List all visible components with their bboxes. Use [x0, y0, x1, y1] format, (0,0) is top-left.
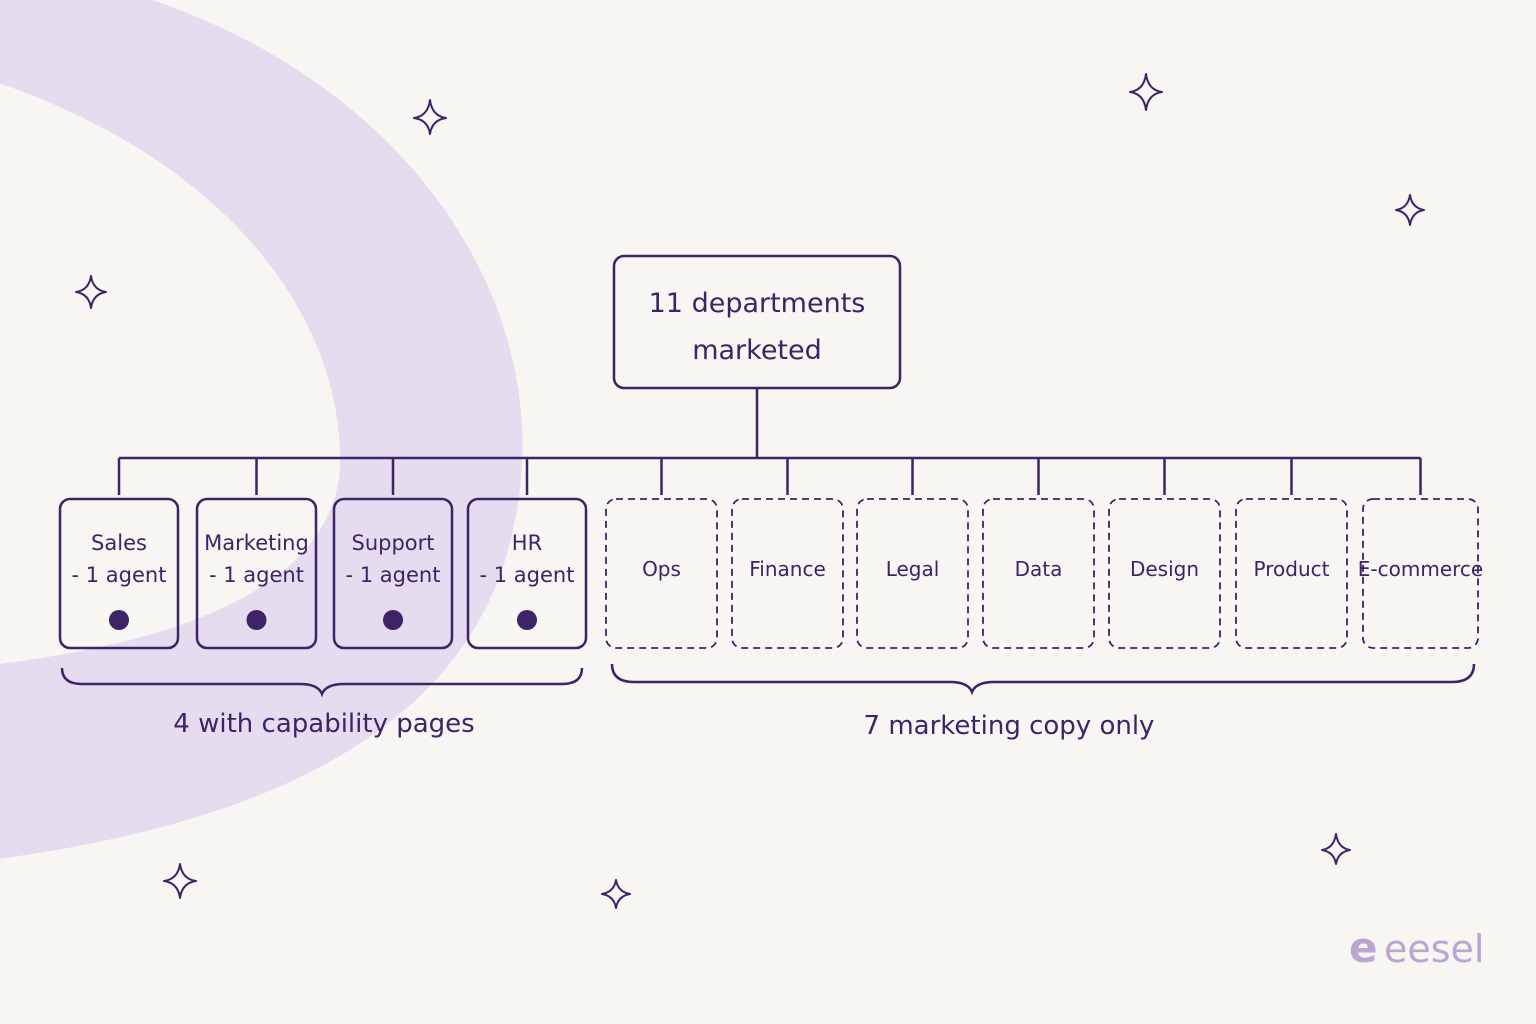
department-box	[58, 497, 180, 650]
root-node-box	[612, 254, 902, 390]
eesel-logo-wordmark: eesel	[1384, 927, 1485, 971]
department-box-dashed	[1108, 498, 1221, 649]
department-name: Sales	[91, 531, 147, 555]
department-name: Finance	[749, 557, 826, 581]
department-agent-count: - 1 agent	[209, 563, 304, 587]
capability-group-brace	[60, 667, 584, 698]
department-box-dashed	[856, 498, 969, 649]
department-agent-count: - 1 agent	[480, 563, 575, 587]
copy-group-label: 7 marketing copy only	[864, 711, 1155, 741]
sparkle-icon	[1321, 833, 1351, 865]
department-legal: Legal	[856, 498, 969, 649]
department-name: Marketing	[204, 531, 309, 555]
department-marketing: Marketing - 1 agent	[195, 497, 318, 650]
department-name: Legal	[886, 557, 940, 581]
department-agent-count: - 1 agent	[72, 563, 167, 587]
capability-dot-icon	[246, 610, 267, 630]
department-name: Design	[1130, 557, 1199, 581]
department-name: Ops	[642, 557, 681, 581]
sparkle-icon	[1129, 73, 1163, 111]
capability-dot-icon	[517, 610, 537, 630]
department-data: Data	[982, 498, 1095, 649]
background-arc	[0, 0, 523, 859]
department-name: Product	[1254, 557, 1330, 581]
capability-group-label: 4 with capability pages	[173, 709, 474, 739]
department-box	[332, 497, 454, 650]
eesel-logo-mark-icon: e	[1349, 923, 1378, 972]
sparkle-icon	[75, 275, 107, 309]
eesel-logo: e eesel	[1349, 923, 1485, 972]
department-finance: Finance	[731, 498, 844, 649]
capability-dot-icon	[109, 610, 129, 630]
department-name: Support	[351, 531, 434, 555]
department-agent-count: - 1 agent	[346, 563, 441, 587]
root-node-title-line2: marketed	[692, 335, 822, 366]
department-name: E-commerce	[1358, 557, 1483, 581]
department-name: HR	[512, 531, 542, 555]
department-box-dashed	[1235, 498, 1348, 649]
sparkle-icon	[1395, 194, 1425, 226]
department-design: Design	[1108, 498, 1221, 649]
department-box	[195, 497, 318, 650]
department-hr: HR - 1 agent	[466, 497, 588, 650]
sparkle-icon	[163, 863, 197, 899]
department-e-commerce: E-commerce	[1358, 498, 1483, 649]
copy-group-brace	[610, 663, 1476, 696]
sparkle-icon	[413, 99, 447, 135]
department-box	[466, 497, 588, 650]
department-ops: Ops	[605, 498, 718, 649]
department-box-dashed	[982, 498, 1095, 649]
department-name: Data	[1015, 557, 1063, 581]
department-sales: Sales - 1 agent	[58, 497, 180, 650]
department-box-dashed	[731, 498, 844, 649]
root-node-title-line1: 11 departments	[649, 288, 866, 319]
capability-dot-icon	[383, 610, 403, 630]
department-product: Product	[1235, 498, 1348, 649]
department-box-dashed	[605, 498, 718, 649]
department-box-dashed	[1362, 498, 1479, 649]
sparkle-icon	[601, 879, 631, 909]
department-support: Support - 1 agent	[332, 497, 454, 650]
